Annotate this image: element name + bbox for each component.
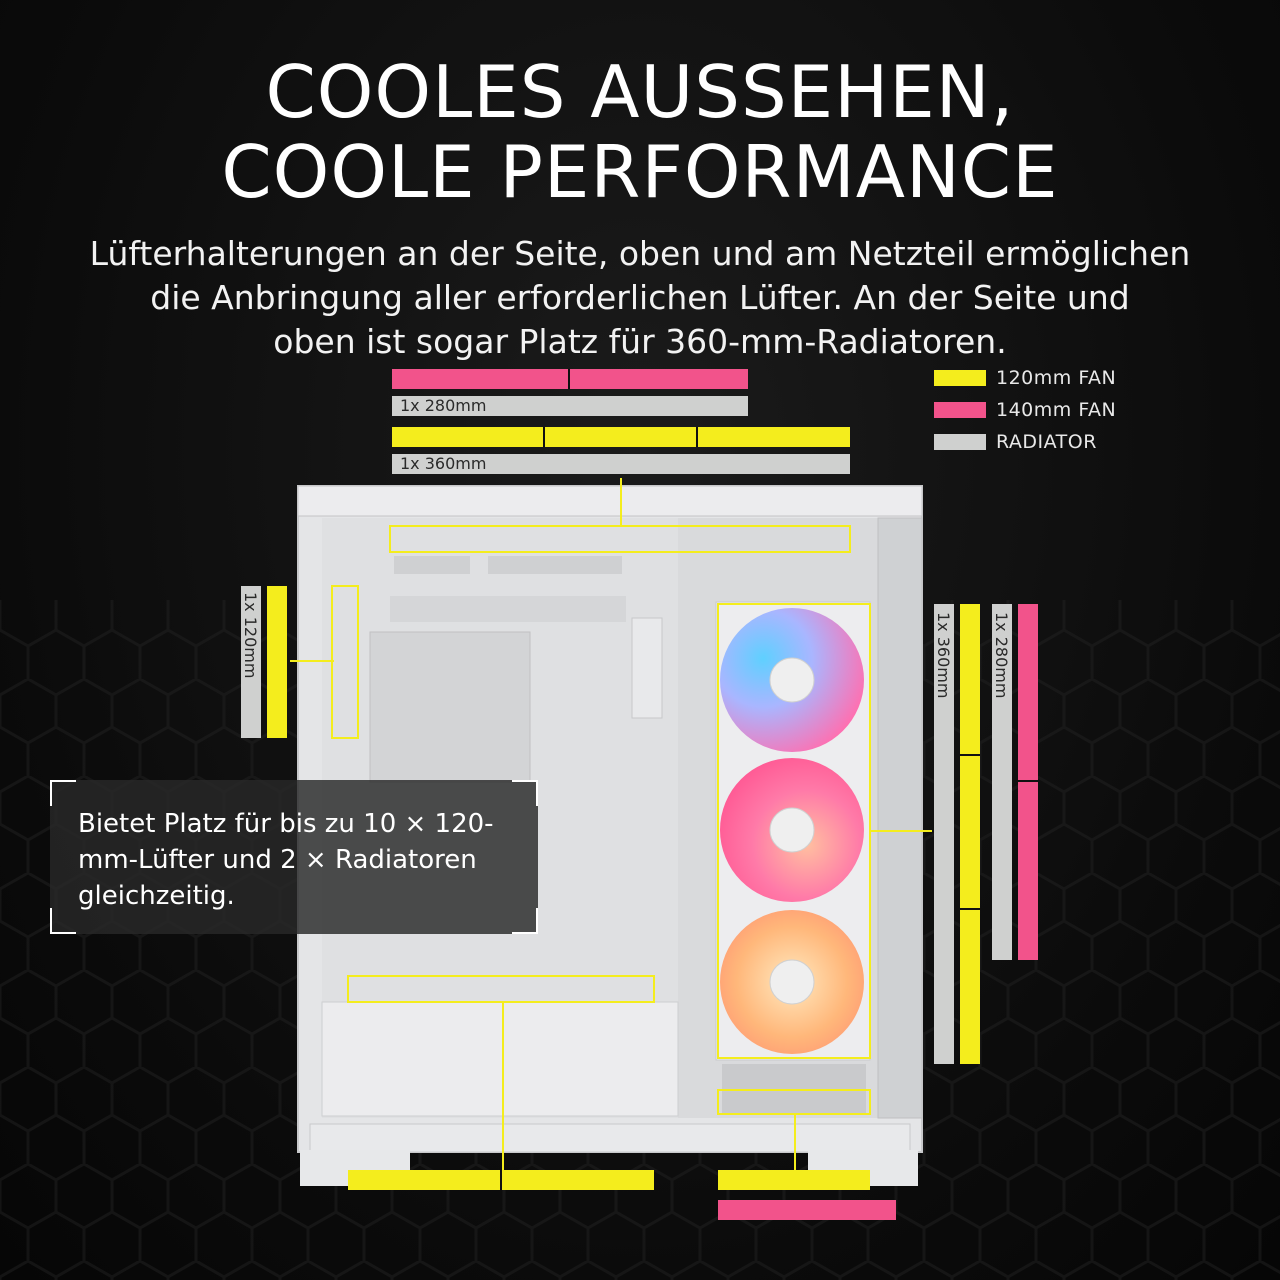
- top-360mm-radiator-bar: 1x 360mm: [392, 454, 850, 474]
- bottom-120-fan-2: [502, 1170, 654, 1190]
- bottom-psu-140mm-fan-bar: [718, 1200, 896, 1220]
- connector-top: [620, 478, 622, 526]
- bottom-120-fan-1: [348, 1170, 502, 1190]
- subtext-line-2: die Anbringung aller erforderlichen Lüft…: [150, 278, 1130, 317]
- top-120-fan-3: [698, 427, 850, 447]
- legend-label: 120mm FAN: [996, 367, 1117, 389]
- legend-swatch-gray: [934, 434, 986, 450]
- headline-line-1: COOLES AUSSEHEN,: [265, 50, 1015, 134]
- side-120-fan-2: [960, 756, 980, 910]
- headline: COOLES AUSSEHEN, COOLE PERFORMANCE: [0, 52, 1280, 212]
- callout-box: Bietet Platz für bis zu 10 × 120-mm-Lüft…: [50, 780, 538, 934]
- connector-rear: [290, 660, 334, 662]
- side-140-fan-2: [1018, 782, 1038, 960]
- callout-corner: [512, 908, 538, 934]
- rear-120mm-radiator-bar: 1x 120mm: [241, 586, 261, 738]
- callout-corner: [50, 908, 76, 934]
- callout-text: Bietet Platz für bis zu 10 × 120-mm-Lüft…: [78, 809, 494, 911]
- callout-corner: [512, 780, 538, 806]
- top-280-radiator-label: 1x 280mm: [400, 396, 487, 415]
- legend-label: 140mm FAN: [996, 399, 1117, 421]
- top-140-fan-1: [392, 369, 570, 389]
- side-280-radiator-label: 1x 280mm: [992, 612, 1011, 699]
- connector-bottom-right: [794, 1114, 796, 1170]
- subtext-line-3: oben ist sogar Platz für 360-mm-Radiator…: [273, 322, 1007, 361]
- side-360mm-radiator-bar: 1x 360mm: [934, 604, 954, 1064]
- subtext-line-1: Lüfterhalterungen an der Seite, oben und…: [89, 234, 1191, 273]
- side-120-fan-3: [960, 910, 980, 1064]
- top-120-fan-1: [392, 427, 545, 447]
- rear-radiator-label: 1x 120mm: [241, 592, 260, 679]
- top-140-fan-2: [570, 369, 748, 389]
- connector-side: [870, 830, 932, 832]
- subtext: Lüfterhalterungen an der Seite, oben und…: [60, 232, 1220, 364]
- headline-line-2: COOLE PERFORMANCE: [221, 130, 1059, 214]
- side-120-fan-1: [960, 604, 980, 756]
- legend-swatch-yellow: [934, 370, 986, 386]
- connector-bottom-left: [502, 1002, 504, 1170]
- callout-corner: [50, 780, 76, 806]
- bottom-psu-120mm-fan-bar: [718, 1170, 870, 1190]
- top-360-radiator-label: 1x 360mm: [400, 454, 487, 473]
- legend-swatch-pink: [934, 402, 986, 418]
- legend-label: RADIATOR: [996, 431, 1097, 453]
- side-280mm-radiator-bar: 1x 280mm: [992, 604, 1012, 960]
- side-140-fan-1: [1018, 604, 1038, 782]
- side-360-radiator-label: 1x 360mm: [934, 612, 953, 699]
- top-280mm-radiator-bar: 1x 280mm: [392, 396, 748, 416]
- rear-120mm-fan-bar: [267, 586, 287, 738]
- top-120-fan-2: [545, 427, 698, 447]
